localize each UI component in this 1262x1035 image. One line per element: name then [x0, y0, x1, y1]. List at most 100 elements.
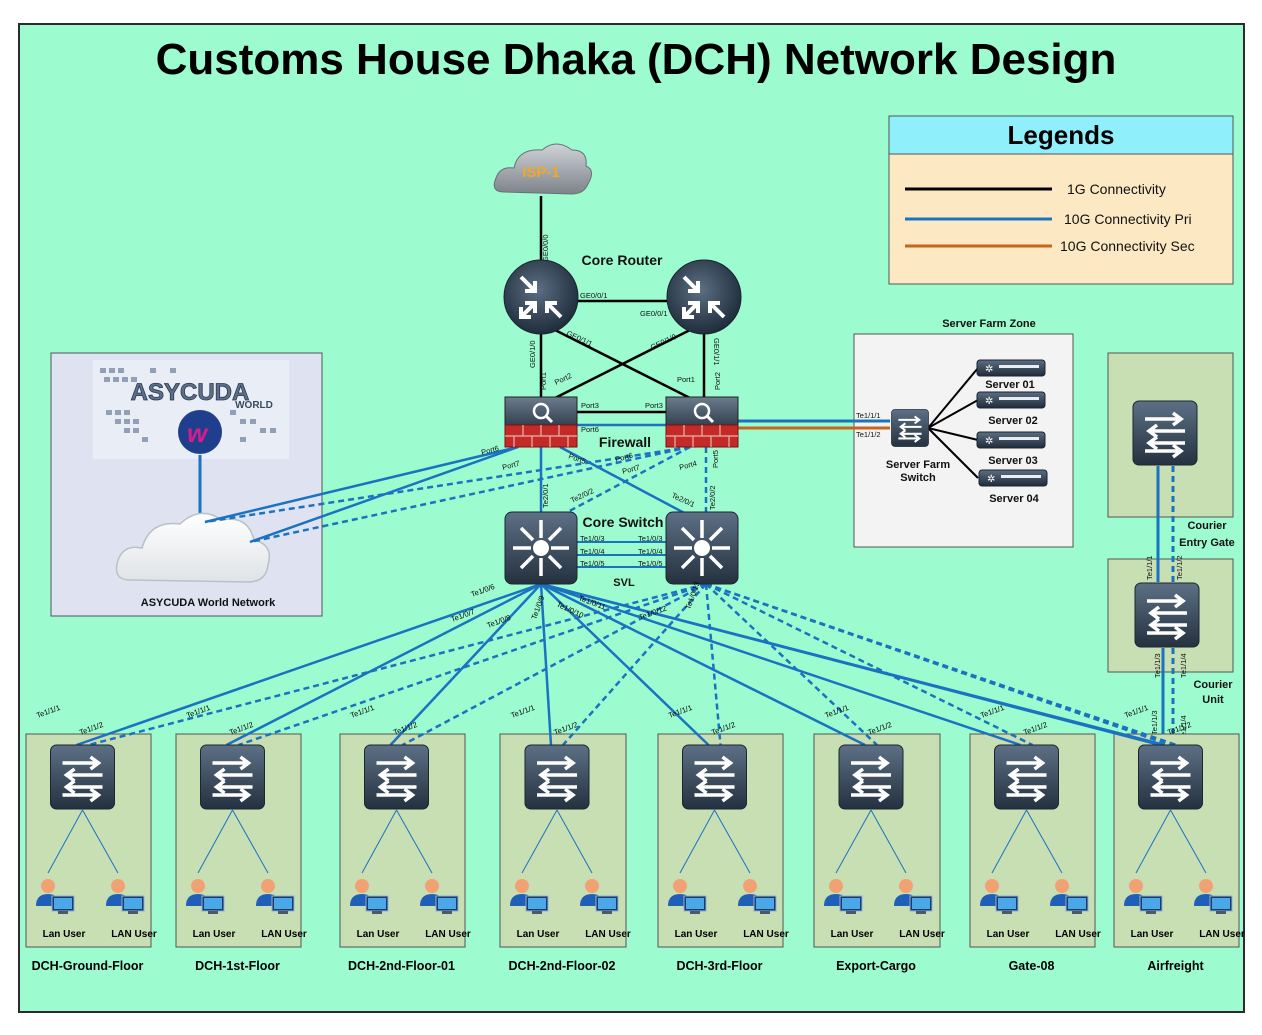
svl-port: Te1/0/5: [638, 559, 663, 568]
asycuda-link: [249, 445, 691, 544]
server-farm-port: Te1/1/1: [856, 411, 881, 420]
server-04-icon: [978, 469, 1048, 487]
svl-port: Te1/0/4: [580, 547, 605, 556]
asycuda-link: [249, 445, 519, 544]
legend-label-10g-pri: 10G Connectivity Pri: [1064, 211, 1192, 227]
firewall-port: Port5: [711, 450, 720, 468]
firewall-port: Port1: [539, 372, 548, 390]
floor-switch-icon: [48, 743, 117, 811]
server-farm-switch-icon: [890, 408, 930, 448]
floor-name: Gate-08: [1009, 959, 1055, 973]
access-link: [556, 809, 593, 874]
access-link: [361, 809, 397, 874]
cs-floor-link-pri: [389, 583, 542, 746]
cs-courier-link: [540, 582, 1161, 747]
svl-port: Te1/0/4: [638, 547, 663, 556]
lan-user-label: LAN User: [111, 929, 157, 940]
cs-floor-link-sec: [704, 583, 722, 746]
firewall-port: Port6: [480, 444, 500, 457]
core-switch-label: Core Switch: [583, 514, 664, 530]
cs-up-port: Te2/0/2: [708, 485, 717, 510]
cs-floor-link-sec: [705, 582, 1034, 747]
server-farm-port: Te1/1/2: [856, 430, 881, 439]
floor-switch-icon: [523, 743, 591, 811]
firewall-2-icon: [664, 395, 740, 449]
cs-floor-link-sec: [238, 582, 707, 747]
core-switch-2-icon: [664, 510, 740, 586]
courier-port: Te1/1/4: [1179, 653, 1188, 678]
access-link: [991, 809, 1027, 874]
server-01-label: Server 01: [985, 379, 1035, 391]
server-farm-zone-label: Server Farm Zone: [942, 318, 1036, 330]
legend-label-10g-sec: 10G Connectivity Sec: [1060, 238, 1195, 254]
floor-switch-icon: [992, 743, 1061, 811]
firewall-port: Port7: [621, 463, 641, 476]
server-02-label: Server 02: [988, 415, 1038, 427]
fw-cs-link: [559, 445, 691, 518]
lan-user-label: Lan User: [193, 929, 236, 940]
lan-user-label: LAN User: [1199, 929, 1245, 940]
courier-entry-label-2: Entry Gate: [1179, 537, 1235, 549]
courier-unit-label-1: Courier: [1193, 679, 1233, 691]
floor-switch-icon: [362, 743, 431, 811]
cs-floor-link-pri: [540, 582, 866, 747]
router-port: GE0/1/1: [712, 338, 721, 366]
cs-courier-link: [705, 582, 1171, 747]
server-03-label: Server 03: [988, 455, 1038, 467]
firewall-port: Port3: [645, 401, 663, 410]
legend-label-1g: 1G Connectivity: [1067, 181, 1166, 197]
svl-port: Te1/0/3: [638, 534, 663, 543]
server-03-icon: [976, 431, 1046, 449]
firewall-port: Port3: [581, 401, 599, 410]
lan-user-label: Lan User: [831, 929, 874, 940]
access-link: [1135, 809, 1171, 874]
firewall-label: Firewall: [599, 434, 651, 450]
floor-name: DCH-2nd-Floor-01: [348, 959, 455, 973]
access-link: [1026, 809, 1063, 874]
firewall-port: Port2: [713, 372, 722, 390]
access-link: [679, 809, 715, 874]
router-port: GE0/0/1: [580, 291, 608, 300]
firewall-port: Port4: [678, 459, 698, 472]
floor-name: DCH-Ground-Floor: [32, 959, 144, 973]
lan-user-label: LAN User: [425, 929, 471, 940]
asycuda-logo-text: ASYCUDA: [131, 379, 250, 406]
cs-floor-link-sec: [705, 583, 878, 746]
core-router-label: Core Router: [582, 252, 663, 268]
cs-floor-link-sec: [562, 583, 707, 746]
floor-switch-icon: [837, 743, 905, 811]
asycuda-globe-icon: [178, 410, 222, 454]
firewall-port: Port1: [677, 375, 695, 384]
cs-floor-link-pri: [225, 582, 542, 747]
svl-label: SVL: [613, 577, 635, 589]
lan-user-label: LAN User: [261, 929, 307, 940]
access-link: [870, 809, 907, 874]
courier-port: Te1/1/4: [1179, 715, 1188, 740]
server-farm-zone: Server Farm Zone Server Farm Switch Serv…: [853, 318, 1074, 548]
cs-floor-link-pri: [76, 582, 542, 747]
courier-unit-label-2: Unit: [1202, 694, 1224, 706]
floor-name: Airfreight: [1147, 959, 1204, 973]
server-04-label: Server 04: [989, 493, 1039, 505]
core-router-1-icon: [502, 258, 580, 336]
firewall-port: Port6: [581, 425, 599, 434]
asycuda-cloud-icon: [115, 512, 271, 583]
svg-text:w: w: [187, 418, 209, 448]
server-farm-switch-label-2: Switch: [900, 472, 936, 484]
lan-user-label: Lan User: [987, 929, 1030, 940]
courier-port: Te1/1/3: [1150, 710, 1159, 735]
server-farm-switch-label-1: Server Farm: [886, 459, 950, 471]
router-fw-link: [554, 328, 691, 400]
lan-user-label: LAN User: [585, 929, 631, 940]
server-02-icon: [976, 391, 1046, 409]
courier-port: Te1/1/3: [1153, 653, 1162, 678]
legend: Legends 1G Connectivity 10G Connectivity…: [888, 115, 1234, 285]
access-link: [835, 809, 872, 874]
isp-cloud-icon: [493, 143, 592, 195]
courier-entry-switch-icon: [1131, 399, 1199, 467]
courier-unit-switch-icon: [1133, 581, 1201, 649]
asycuda-link: [204, 445, 519, 524]
access-link: [47, 809, 83, 874]
lan-user-label: Lan User: [357, 929, 400, 940]
isp-label: ISP-1: [522, 164, 560, 181]
